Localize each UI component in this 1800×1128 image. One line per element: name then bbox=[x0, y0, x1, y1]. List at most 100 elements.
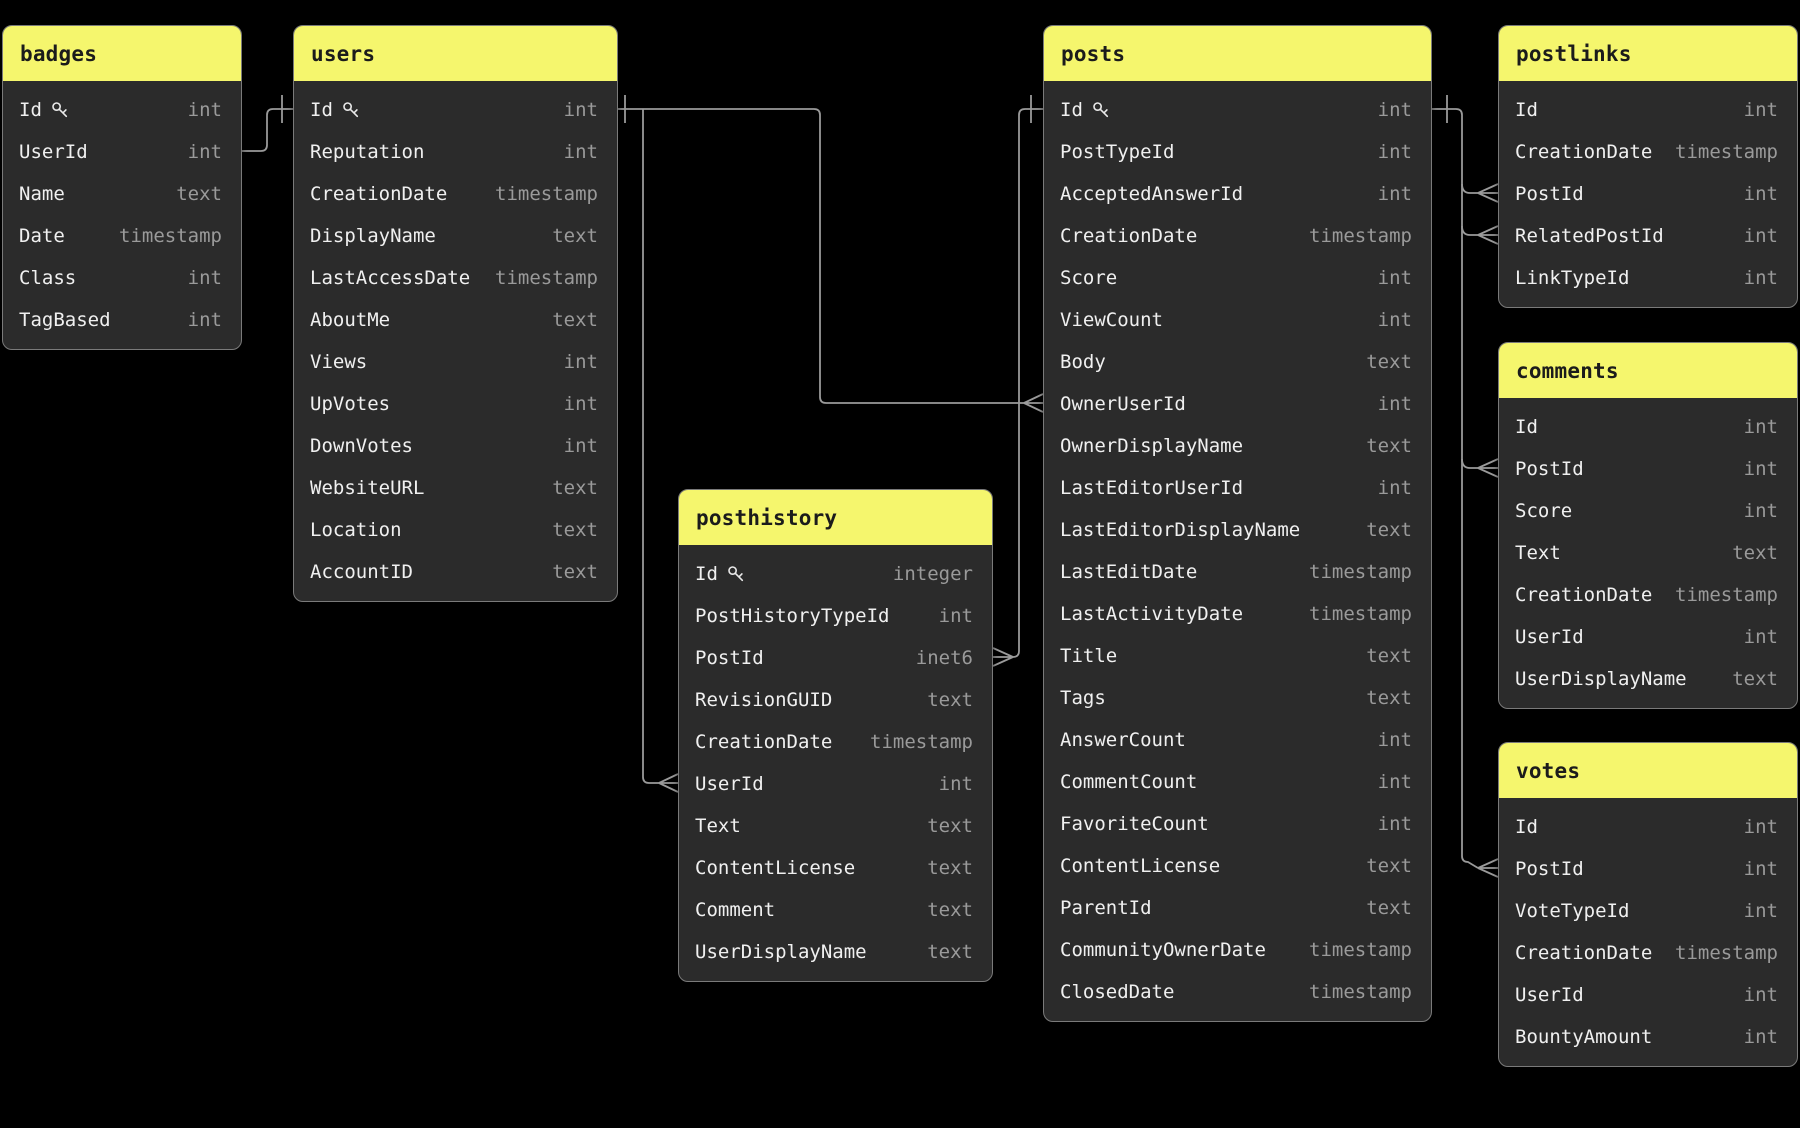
field-type: text bbox=[552, 561, 598, 583]
table-body: Id int PostId int Score int Text text Cr… bbox=[1499, 398, 1797, 708]
field-name: Name bbox=[19, 183, 65, 205]
table-postlinks[interactable]: postlinks Id int CreationDate timestamp … bbox=[1498, 25, 1798, 308]
field-type: int bbox=[1377, 99, 1412, 121]
primary-key-icon bbox=[1093, 101, 1108, 117]
field-name: AboutMe bbox=[310, 309, 391, 331]
field-name: AnswerCount bbox=[1060, 729, 1186, 751]
field-name: Id bbox=[19, 99, 42, 121]
users-id-to-posts-owneruserid-line bbox=[1023, 393, 1044, 413]
field-row: Tags text bbox=[1044, 677, 1431, 719]
field-type: int bbox=[187, 141, 222, 163]
field-type: int bbox=[1743, 816, 1778, 838]
field-type: int bbox=[563, 141, 598, 163]
field-row: Id int bbox=[1499, 89, 1797, 131]
field-name: AccountID bbox=[310, 561, 413, 583]
field-name: UserId bbox=[1515, 626, 1584, 648]
field-name: Views bbox=[310, 351, 368, 373]
field-row: Comment text bbox=[679, 889, 992, 931]
table-body: Id int UserId int Name text Date timesta… bbox=[3, 81, 241, 349]
table-users[interactable]: users Id int Reputation int CreationDate… bbox=[293, 25, 618, 602]
table-header[interactable]: postlinks bbox=[1499, 26, 1797, 81]
field-row: Id int bbox=[1499, 806, 1797, 848]
field-name: PostHistoryTypeId bbox=[695, 605, 890, 627]
posts-id-to-postlinks-comments-votes-postid-line bbox=[1461, 458, 1478, 469]
field-row: RevisionGUID text bbox=[679, 679, 992, 721]
table-header[interactable]: badges bbox=[3, 26, 241, 81]
users-id-to-posts-owneruserid-line bbox=[618, 108, 1024, 404]
table-header[interactable]: users bbox=[294, 26, 617, 81]
field-type: int bbox=[938, 773, 973, 795]
field-row: UpVotes int bbox=[294, 383, 617, 425]
table-header[interactable]: posthistory bbox=[679, 490, 992, 545]
field-name: CommunityOwnerDate bbox=[1060, 939, 1266, 961]
field-name: Id bbox=[310, 99, 333, 121]
field-name: Id bbox=[1515, 416, 1538, 438]
table-posthistory[interactable]: posthistory Id integer PostHistoryTypeId… bbox=[678, 489, 993, 982]
table-header[interactable]: votes bbox=[1499, 743, 1797, 798]
field-row: ClosedDate timestamp bbox=[1044, 971, 1431, 1013]
table-votes[interactable]: votes Id int PostId int VoteTypeId int C… bbox=[1498, 742, 1798, 1067]
posts-id-to-postlinks-comments-votes-postid-line bbox=[1461, 183, 1478, 194]
field-row: CreationDate timestamp bbox=[679, 721, 992, 763]
table-comments[interactable]: comments Id int PostId int Score int Tex… bbox=[1498, 342, 1798, 709]
field-name: FavoriteCount bbox=[1060, 813, 1209, 835]
table-header[interactable]: comments bbox=[1499, 343, 1797, 398]
field-row: UserId int bbox=[1499, 974, 1797, 1016]
field-row: Reputation int bbox=[294, 131, 617, 173]
table-body: Id int PostId int VoteTypeId int Creatio… bbox=[1499, 798, 1797, 1066]
field-row: UserDisplayName text bbox=[1499, 658, 1797, 700]
field-name: CreationDate bbox=[1060, 225, 1198, 247]
field-name: PostId bbox=[695, 647, 764, 669]
field-row: Id int bbox=[1499, 406, 1797, 448]
field-type: int bbox=[187, 309, 222, 331]
field-type: int bbox=[1743, 267, 1778, 289]
field-row: Title text bbox=[1044, 635, 1431, 677]
field-type: int bbox=[563, 435, 598, 457]
field-type: int bbox=[563, 351, 598, 373]
field-name: ParentId bbox=[1060, 897, 1152, 919]
field-name: TagBased bbox=[19, 309, 111, 331]
field-name: DownVotes bbox=[310, 435, 413, 457]
field-row: Location text bbox=[294, 509, 617, 551]
field-type: text bbox=[927, 857, 973, 879]
field-type: inet6 bbox=[915, 647, 973, 669]
field-type: int bbox=[1377, 267, 1412, 289]
table-title: comments bbox=[1516, 358, 1619, 383]
field-type: text bbox=[1366, 351, 1412, 373]
field-type: int bbox=[1377, 813, 1412, 835]
field-type: timestamp bbox=[495, 267, 598, 289]
field-row: CreationDate timestamp bbox=[1499, 574, 1797, 616]
table-posts[interactable]: posts Id int PostTypeId int AcceptedAnsw… bbox=[1043, 25, 1432, 1022]
field-row: LastEditorDisplayName text bbox=[1044, 509, 1431, 551]
field-row: Class int bbox=[3, 257, 241, 299]
field-type: int bbox=[1377, 183, 1412, 205]
field-type: int bbox=[1743, 900, 1778, 922]
field-type: int bbox=[1743, 225, 1778, 247]
field-name: CommentCount bbox=[1060, 771, 1198, 793]
field-row: Body text bbox=[1044, 341, 1431, 383]
field-type: int bbox=[187, 99, 222, 121]
field-type: int bbox=[1377, 141, 1412, 163]
field-row: AboutMe text bbox=[294, 299, 617, 341]
field-type: text bbox=[552, 225, 598, 247]
table-badges[interactable]: badges Id int UserId int Name text Date … bbox=[2, 25, 242, 350]
field-row: UserId int bbox=[3, 131, 241, 173]
field-row: CommentCount int bbox=[1044, 761, 1431, 803]
field-type: int bbox=[1743, 626, 1778, 648]
field-row: CreationDate timestamp bbox=[294, 173, 617, 215]
field-row: DisplayName text bbox=[294, 215, 617, 257]
field-type: int bbox=[1743, 458, 1778, 480]
field-row: LastEditorUserId int bbox=[1044, 467, 1431, 509]
field-name: CreationDate bbox=[1515, 141, 1653, 163]
field-name: Title bbox=[1060, 645, 1118, 667]
table-header[interactable]: posts bbox=[1044, 26, 1431, 81]
field-row: TagBased int bbox=[3, 299, 241, 341]
field-name: BountyAmount bbox=[1515, 1026, 1653, 1048]
field-type: timestamp bbox=[870, 731, 973, 753]
field-row: CreationDate timestamp bbox=[1499, 131, 1797, 173]
field-name: UserId bbox=[1515, 984, 1584, 1006]
posts-id-to-postlinks-comments-votes-postid-line bbox=[1477, 458, 1499, 478]
field-type: text bbox=[176, 183, 222, 205]
field-name: LastActivityDate bbox=[1060, 603, 1244, 625]
